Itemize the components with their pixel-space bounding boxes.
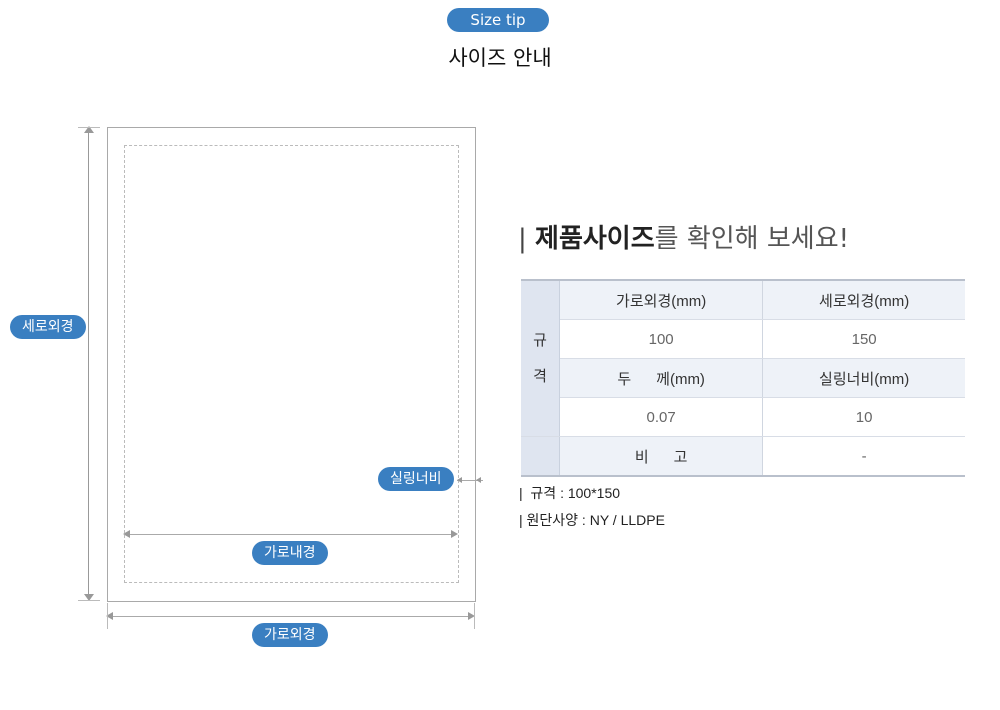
header-thickness: 두 께(mm)	[559, 358, 764, 398]
spec-row-header-top: 규	[533, 331, 547, 349]
inner-width-dimension-line	[128, 534, 454, 535]
page-title: 사이즈 안내	[448, 46, 552, 70]
bag-inner-outline	[124, 145, 459, 583]
outer-width-tick-left	[107, 603, 108, 629]
remark-label: 비 고	[559, 436, 764, 477]
heading-bold-text: 제품사이즈	[535, 224, 655, 254]
header-height-outer: 세로외경(mm)	[762, 279, 965, 320]
arrow-left-icon	[123, 530, 130, 538]
heading-light-text: 를 확인해 보세요!	[654, 224, 850, 254]
arrow-left-icon	[457, 477, 462, 483]
arrow-up-icon	[84, 126, 94, 133]
heading-bar: |	[518, 224, 527, 254]
value-sealing-width: 10	[762, 397, 965, 437]
arrow-right-icon	[468, 612, 475, 620]
spec-note-size: | 규격 : 100*150	[519, 485, 621, 501]
outer-width-tick-right	[474, 603, 475, 629]
value-thickness: 0.07	[559, 397, 764, 437]
width-inner-label: 가로내경	[252, 541, 328, 565]
arrow-left-icon	[476, 477, 481, 483]
sealing-width-label: 실링너비	[378, 467, 454, 491]
height-tick-bottom	[78, 600, 100, 601]
height-outer-label: 세로외경	[10, 315, 86, 339]
bag-outline	[107, 127, 476, 602]
spec-table: 규 격 가로외경(mm) 세로외경(mm) 100 150 두 께(mm) 실링…	[521, 279, 965, 477]
product-size-heading: | 제품사이즈를 확인해 보세요!	[518, 218, 849, 255]
sealing-width-dimension-line	[457, 480, 483, 481]
remark-value: -	[762, 436, 965, 477]
arrow-right-icon	[451, 530, 458, 538]
outer-width-dimension-line	[110, 616, 471, 617]
spec-note-material: | 원단사양 : NY / LLDPE	[519, 512, 665, 528]
spec-row-header: 규 격	[521, 279, 560, 437]
value-height-outer: 150	[762, 319, 965, 359]
arrow-down-icon	[84, 594, 94, 601]
width-outer-label: 가로외경	[252, 623, 328, 647]
arrow-left-icon	[106, 612, 113, 620]
height-tick-top	[78, 127, 100, 128]
remark-row-header	[521, 436, 560, 477]
size-tip-badge: Size tip	[447, 8, 549, 32]
height-dimension-line	[88, 130, 89, 598]
spec-row-header-bottom: 격	[533, 367, 547, 385]
value-width-outer: 100	[559, 319, 764, 359]
header-width-outer: 가로외경(mm)	[559, 279, 764, 320]
header-sealing-width: 실링너비(mm)	[762, 358, 965, 398]
